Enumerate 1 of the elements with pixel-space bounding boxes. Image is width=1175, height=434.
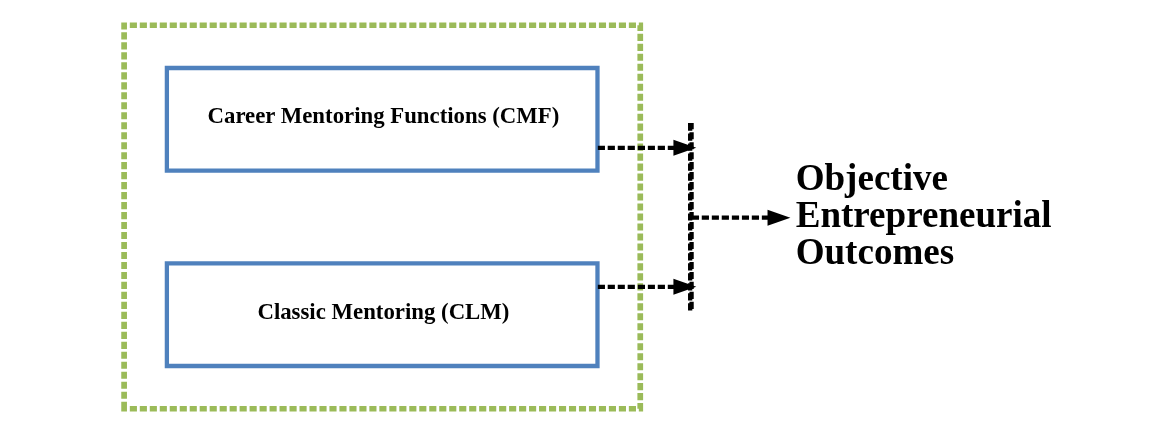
node-text: Objective Entrepreneurial Outcomes [795, 157, 1052, 273]
